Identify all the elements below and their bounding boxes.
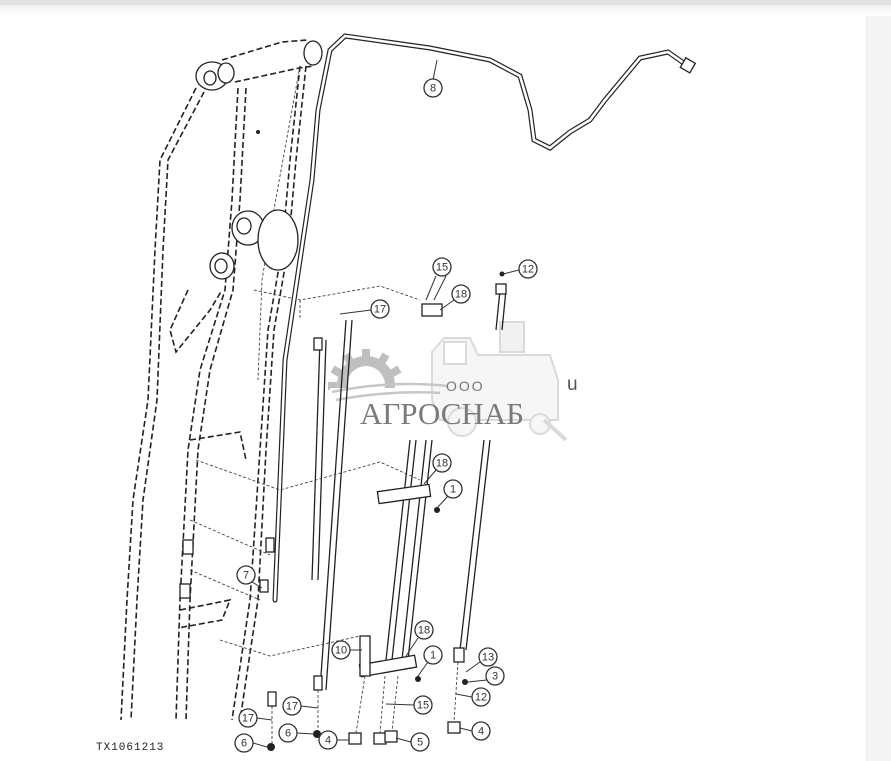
- watermark-logo: [328, 321, 568, 442]
- svg-text:1: 1: [430, 650, 436, 662]
- svg-text:12: 12: [475, 692, 487, 704]
- rotor-assembly: [209, 209, 421, 320]
- callout-15: 15: [432, 257, 452, 277]
- svg-text:12: 12: [522, 264, 534, 276]
- combine-harvester-icon: [431, 321, 568, 442]
- svg-text:13: 13: [482, 652, 494, 664]
- callout-17: 17: [370, 299, 390, 319]
- svg-text:10: 10: [335, 645, 347, 657]
- svg-text:17: 17: [286, 701, 298, 713]
- svg-text:8: 8: [430, 83, 436, 95]
- callout-leaders: [251, 59, 520, 748]
- callout-4: 4: [318, 730, 338, 750]
- watermark-prefix: ООО: [446, 378, 485, 394]
- svg-text:15: 15: [436, 262, 448, 274]
- callout-5: 5: [410, 732, 430, 752]
- svg-text:6: 6: [285, 728, 291, 740]
- svg-text:3: 3: [492, 671, 498, 683]
- svg-text:18: 18: [418, 625, 430, 637]
- window-top-bar: [0, 0, 891, 6]
- svg-text:4: 4: [478, 726, 484, 738]
- callout-15: 15: [413, 695, 433, 715]
- svg-text:6: 6: [241, 738, 247, 750]
- hydraulic-hose-8: [272, 33, 697, 603]
- svg-text:5: 5: [417, 737, 423, 749]
- callout-10: 10: [331, 640, 351, 660]
- figure-id-label: TX1061213: [96, 742, 165, 754]
- callout-12: 12: [471, 687, 491, 707]
- svg-text:1: 1: [450, 484, 456, 496]
- swoosh-lines: [331, 382, 449, 402]
- callout-7: 7: [236, 565, 256, 585]
- upper-pivot-assembly: [120, 39, 323, 721]
- callout-3: 3: [485, 666, 505, 686]
- callout-6: 6: [278, 723, 298, 743]
- watermark-company-name: АГРОСНАБ: [360, 396, 524, 431]
- callout-1: 1: [423, 645, 443, 665]
- callout-12: 12: [518, 259, 538, 279]
- toolbar-fade: [0, 6, 891, 16]
- callout-1: 1: [443, 479, 463, 499]
- callout-6: 6: [234, 733, 254, 753]
- callout-8: 8: [423, 78, 443, 98]
- svg-text:18: 18: [436, 458, 448, 470]
- callout-17: 17: [282, 696, 302, 716]
- callout-18: 18: [451, 284, 471, 304]
- svg-text:7: 7: [243, 570, 249, 582]
- svg-text:4: 4: [325, 735, 331, 747]
- scrollbar-gutter[interactable]: [866, 16, 891, 761]
- svg-text:17: 17: [374, 304, 386, 316]
- lower-rails: [177, 271, 507, 751]
- callout-17: 17: [238, 708, 258, 728]
- callout-18: 18: [414, 620, 434, 640]
- callout-4: 4: [471, 721, 491, 741]
- svg-text:15: 15: [417, 700, 429, 712]
- svg-text:17: 17: [242, 713, 254, 725]
- svg-text:18: 18: [455, 289, 467, 301]
- watermark-stray-text: u: [567, 374, 578, 395]
- callout-18: 18: [432, 453, 452, 473]
- callout-13: 13: [478, 647, 498, 667]
